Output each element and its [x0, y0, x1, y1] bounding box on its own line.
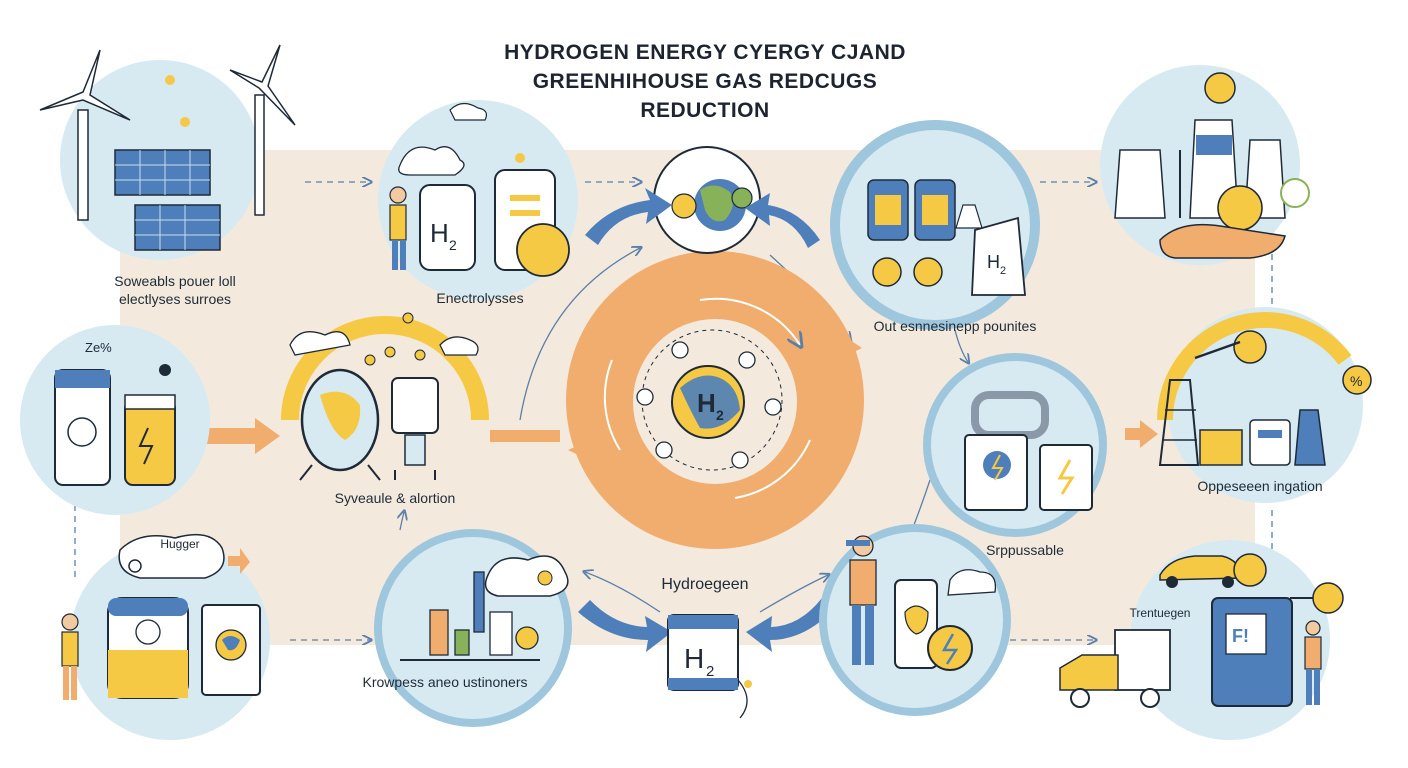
lightbulb-icon	[1204, 72, 1236, 104]
hugger-label: Hugger	[160, 537, 200, 551]
storage-left-node: Ze%	[20, 325, 210, 515]
sources-tank-sub: 2	[1000, 265, 1006, 277]
person-icon	[1304, 620, 1322, 705]
title-line-3: REDUCTION	[640, 99, 770, 122]
hub-h-sub: 2	[716, 407, 724, 423]
electrolysis-label: Enectrolysses	[436, 290, 524, 306]
industry-node: %	[1157, 307, 1372, 503]
hydrogen-tank-sub: 2	[706, 663, 714, 680]
supply-node	[923, 353, 1107, 537]
supply-label: Srppussable	[986, 542, 1064, 558]
worker-icon	[846, 535, 877, 665]
fuel-station-node	[819, 524, 1011, 716]
orange-arrows	[190, 418, 1158, 454]
hugger-node	[61, 533, 270, 740]
power-plant-node	[1100, 65, 1310, 265]
blue-flow-arrows	[578, 188, 835, 652]
renewables-label: Soweabls pouer loll electlyses surroes	[60, 272, 290, 308]
solar-panel-icon	[114, 149, 221, 251]
knowledge-node	[374, 529, 572, 727]
sources-label: Out esnnesinepp pounites	[873, 318, 1037, 334]
knowledge-label: Krowpess aneo ustinoners	[362, 674, 528, 690]
hydrogen-tank-node: H 2	[667, 614, 752, 719]
hydrogen-label: Hydroegeen	[661, 576, 749, 593]
transport-node: F!	[1059, 540, 1344, 740]
electrolysis-node: H 2	[378, 100, 578, 300]
sun-icon	[515, 153, 525, 163]
renewables-label-line-1: Soweabls pouer loll	[114, 273, 236, 289]
central-h2-globe: H 2	[636, 341, 782, 469]
electrolysis-tank-symbol: H	[430, 218, 449, 248]
worker-icon	[61, 613, 79, 700]
title-line-1: HYDROGEN ENERGY CYERGY CJAND	[504, 41, 906, 64]
top-globe	[653, 146, 761, 254]
storage-note: Ze%	[85, 340, 112, 355]
transport-fuel-text: F!	[1232, 626, 1249, 646]
lightning-icon	[138, 427, 154, 465]
sources-tank-symbol: H	[987, 252, 1000, 272]
renewables-node	[39, 44, 296, 260]
central-cycle-ring	[566, 251, 864, 549]
hub-h-symbol: H	[697, 388, 716, 418]
industry-percent-badge: %	[1350, 373, 1362, 389]
storage-absorption-node	[281, 312, 489, 481]
hydrogen-tank-symbol: H	[684, 643, 704, 674]
storage-label: Syveaule & alortion	[334, 490, 456, 506]
industry-label: Oppeseeen ingation	[1197, 478, 1323, 494]
transport-label: Trentuegen	[1129, 606, 1191, 620]
worker-icon	[389, 186, 407, 270]
title-line-2: GREENHIHOUSE GAS REDCUGS	[532, 70, 878, 93]
sources-node: H 2	[830, 120, 1040, 330]
page-title: HYDROGEN ENERGY CYERGY CJAND GREENHIHOUS…	[420, 38, 990, 125]
renewables-label-line-2: electlyses surroes	[118, 291, 232, 307]
electrolysis-tank-sub: 2	[449, 237, 457, 253]
